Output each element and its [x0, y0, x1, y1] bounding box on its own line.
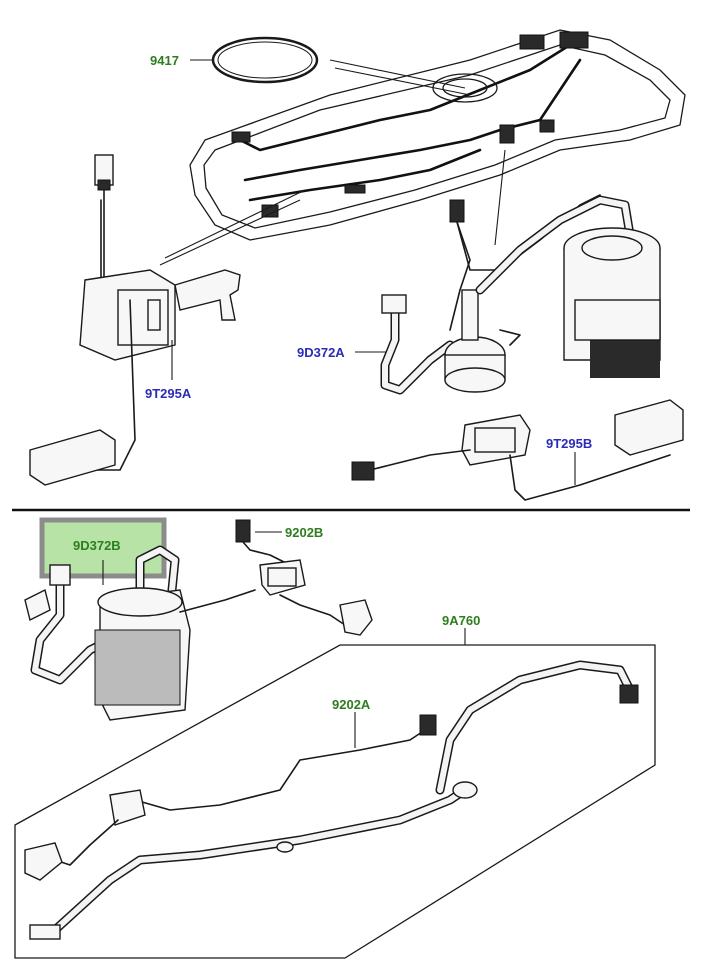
sender-unit-right — [351, 399, 684, 501]
label-9D372B: 9D372B — [73, 538, 121, 553]
leader-tank-ring-2 — [334, 67, 471, 96]
leader-tank-sender-2 — [164, 189, 306, 259]
locking-ring — [211, 36, 319, 84]
leader-tank-pump — [494, 149, 506, 246]
connector-9202B — [235, 519, 373, 636]
leader-tank-ring — [329, 59, 466, 89]
sender-unit-left — [29, 154, 241, 486]
label-9202B: 9202B — [285, 525, 323, 540]
label-9T295A: 9T295A — [145, 386, 192, 401]
fuel-tank — [189, 29, 686, 241]
harness-9A760 — [24, 660, 639, 940]
label-9D372A: 9D372A — [297, 345, 345, 360]
label-9202A: 9202A — [332, 697, 371, 712]
fuel-pump-module-top — [475, 195, 661, 378]
harness-box — [14, 644, 656, 959]
fuel-pump-module-bottom — [24, 545, 256, 721]
label-9417: 9417 — [150, 53, 179, 68]
label-9A760: 9A760 — [442, 613, 480, 628]
leader-tank-sender — [159, 199, 301, 266]
label-9T295B: 9T295B — [546, 436, 592, 451]
